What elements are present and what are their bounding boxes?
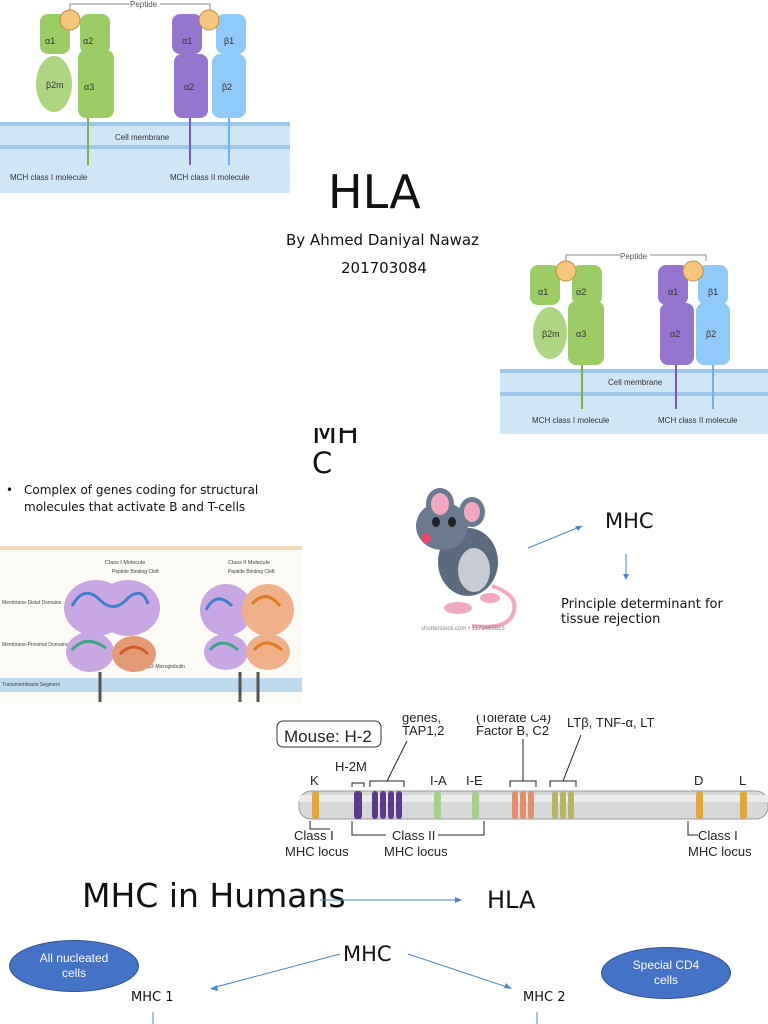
beta1-label-r: β1 <box>708 287 718 297</box>
membrane-label-r: Cell membrane <box>608 378 663 387</box>
b2m-label-r: β2m <box>542 329 560 339</box>
peptide-label-right: Peptide <box>620 252 648 261</box>
membrane-label: Cell membrane <box>115 133 170 142</box>
locus-k: K <box>310 773 319 788</box>
h2-top-genes2: (Tolerate C4) <box>476 715 551 725</box>
student-id: 201703084 <box>341 259 427 277</box>
alpha2-label-r: α2 <box>576 287 586 297</box>
class1-label: MCH class I molecule <box>10 173 88 182</box>
mhc-heading-top: MH <box>312 428 359 450</box>
alpha2-label-r2: α2 <box>670 329 680 339</box>
alpha2-label: α2 <box>83 36 93 46</box>
locus-ia: I-A <box>430 773 447 788</box>
class1-title: Class I Molecule <box>105 560 145 566</box>
mhc-arrows <box>527 525 629 580</box>
mhc-domain-figure: Class I Molecule Class II Molecule Pepti… <box>0 546 302 704</box>
class2-label-r: MCH class II molecule <box>658 416 738 425</box>
beta2-label-r: β2 <box>706 329 716 339</box>
special-cd4-cells-oval: Special CD4 cells <box>601 947 731 999</box>
h2-top-genes3: LTβ, TNF-α, LT <box>567 715 655 730</box>
microglobulin-label: β2-Microglobulin <box>148 664 185 670</box>
peptide-label: Peptide <box>130 0 158 9</box>
class1-left-sub: MHC locus <box>285 844 349 859</box>
mhc-center-label: MHC <box>343 942 392 966</box>
bullet-text: Complex of genes coding for structural m… <box>24 483 259 514</box>
locus-d: D <box>694 773 703 788</box>
h2-top-genes1b: TAP1,2 <box>402 723 444 738</box>
humans-arrows <box>152 897 538 1024</box>
alpha3-label-r: α3 <box>576 329 586 339</box>
distal-label: Membrane-Distal Domains <box>2 600 62 606</box>
class2-label-map: Class II <box>392 828 435 843</box>
class1-right-sub: MHC locus <box>688 844 752 859</box>
alpha1-label: α1 <box>45 36 55 46</box>
class2-label: MCH class II molecule <box>170 173 250 182</box>
mhc-structure-figure-right: Peptide α1 α2 α3 β2m α1 β1 α2 β2 Cell me… <box>500 247 768 434</box>
mhc-structure-figure-top: Peptide α1 α2 α3 β2m α1 β1 α2 β2 Cell me… <box>0 0 290 193</box>
class2-title: Class II Molecule <box>228 560 270 566</box>
determinant-text: Principle determinant for tissue rejecti… <box>561 597 723 627</box>
bullet-dot: • <box>6 483 14 497</box>
locus-h2m: H-2M <box>335 759 367 774</box>
humans-heading: MHC in Humans <box>82 876 346 915</box>
author-line: By Ahmed Daniyal Nawaz <box>286 231 480 249</box>
mhc1-label: MHC 1 <box>131 990 174 1005</box>
h2-gene-map: Mouse: H-2 genes, TAP1,2 (Tolerate C4) F… <box>276 715 768 859</box>
locus-l: L <box>739 773 746 788</box>
left-oval-text: All nucleated cells <box>39 951 109 980</box>
locus-ie: I-E <box>466 773 483 788</box>
h2-top-genes2b: Factor B, C2 <box>476 723 549 738</box>
mhc2-label: MHC 2 <box>523 990 566 1005</box>
bullet-item: • Complex of genes coding for structural… <box>6 482 268 516</box>
class1-right-label: Class I <box>698 828 738 843</box>
beta1-label: β1 <box>224 36 234 46</box>
beta2-label: β2 <box>222 82 232 92</box>
alpha1-label-c2: α1 <box>182 36 192 46</box>
proximal-label: Membrane-Proximal Domains (Ig-Fold Struc… <box>2 642 110 648</box>
right-oval-text: Special CD4 cells <box>632 958 700 987</box>
h2-top-genes1: genes, <box>402 715 441 725</box>
transmembrane-label: Transmembrane Segment <box>2 682 61 688</box>
alpha3-label: α3 <box>84 82 94 92</box>
b2m-label: β2m <box>46 80 64 90</box>
mhc-heading-bottom: C <box>312 446 333 480</box>
class2-sub-map: MHC locus <box>384 844 448 859</box>
hla-label: HLA <box>487 886 536 914</box>
page-title: HLA <box>328 165 421 219</box>
alpha1-label-r2: α1 <box>668 287 678 297</box>
alpha1-label-r: α1 <box>538 287 548 297</box>
class1-label-r: MCH class I molecule <box>532 416 610 425</box>
mhc-heading: MH C <box>312 428 372 486</box>
alpha2-label-c2: α2 <box>184 82 194 92</box>
cleft-label: Peptide Binding Cleft <box>112 569 159 575</box>
h2-title: Mouse: H-2 <box>284 727 372 746</box>
stock-watermark: shutterstock.com • 1171465615 <box>421 626 505 632</box>
class1-left-label: Class I <box>294 828 334 843</box>
cleft-label-2: Peptide Binding Cleft <box>228 569 275 575</box>
mouse-illustration: shutterstock.com • 1171465615 <box>416 488 517 632</box>
all-nucleated-cells-oval: All nucleated cells <box>9 940 139 992</box>
mhc-target-label: MHC <box>605 509 654 533</box>
